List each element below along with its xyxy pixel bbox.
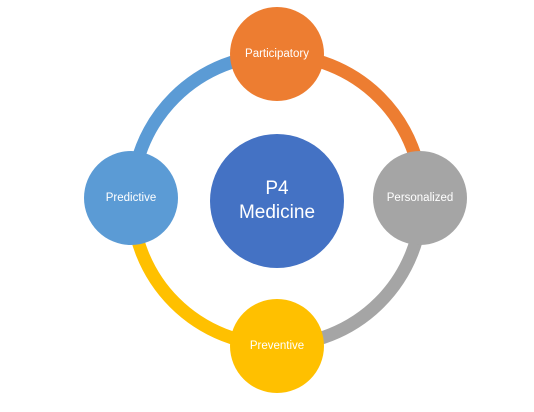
node-predictive: Predictive bbox=[84, 151, 178, 245]
node-participatory: Participatory bbox=[230, 7, 324, 101]
node-participatory-label: Participatory bbox=[245, 48, 309, 60]
node-preventive-label: Preventive bbox=[249, 340, 305, 352]
node-predictive-label: Predictive bbox=[105, 192, 157, 204]
center-node-p4-medicine: P4 Medicine bbox=[210, 134, 344, 268]
node-preventive: Preventive bbox=[230, 299, 324, 393]
node-personalized-label: Personalized bbox=[386, 192, 454, 204]
center-node-label: P4 Medicine bbox=[238, 178, 316, 223]
node-personalized: Personalized bbox=[373, 151, 467, 245]
